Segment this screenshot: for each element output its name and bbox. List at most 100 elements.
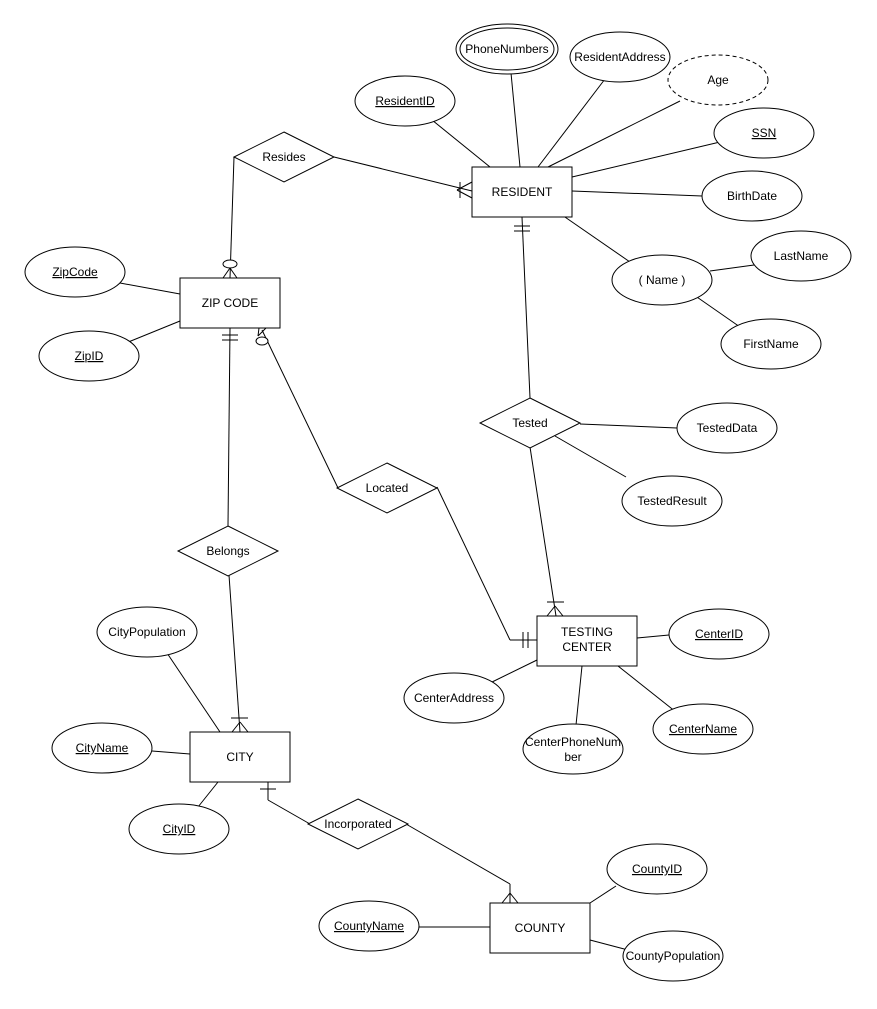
- attribute-countyid[interactable]: CountyID: [606, 843, 708, 895]
- attribute-phonenumbers[interactable]: PhoneNumbers: [455, 23, 559, 75]
- line-centerid: [636, 634, 670, 639]
- attribute-testedresult-label: TestedResult: [637, 494, 707, 508]
- attribute-firstname[interactable]: FirstName: [720, 318, 822, 370]
- marker-many-county-incorporated: [501, 892, 519, 904]
- line-zipid-attr: [125, 320, 181, 344]
- attribute-lastname[interactable]: LastName: [750, 230, 852, 282]
- line-resides-resident: [333, 156, 473, 192]
- attribute-firstname-label: FirstName: [743, 337, 799, 351]
- line-phonenumbers: [510, 72, 521, 168]
- line-citypopulation: [164, 649, 221, 733]
- relationship-located-label: Located: [366, 481, 409, 495]
- entity-county-label: COUNTY: [515, 921, 566, 935]
- line-birthdate: [571, 190, 703, 197]
- attribute-ssn[interactable]: SSN: [713, 107, 815, 159]
- line-zipcode-attr: [119, 282, 181, 295]
- line-testeddata: [579, 423, 678, 429]
- line-centerphone: [575, 665, 583, 726]
- marker-zero-many-zipcode-located: [255, 327, 269, 346]
- line-centername: [617, 665, 677, 713]
- entity-zipcode[interactable]: ZIP CODE: [179, 277, 281, 329]
- entity-city[interactable]: CITY: [189, 731, 291, 783]
- attribute-cityid[interactable]: CityID: [128, 803, 230, 855]
- attribute-centerphonenumber-label-line2: ber: [564, 750, 581, 764]
- attribute-centeraddress-label: CenterAddress: [414, 691, 494, 705]
- marker-one-many-resident-resides: [456, 181, 473, 199]
- relationship-located[interactable]: Located: [335, 462, 439, 514]
- attribute-testedresult[interactable]: TestedResult: [621, 475, 723, 527]
- relationship-tested[interactable]: Tested: [478, 397, 582, 449]
- attribute-cityname-label: CityName: [76, 741, 129, 755]
- attribute-zipcode-label: ZipCode: [52, 265, 98, 279]
- attribute-ssn-label: SSN: [752, 126, 777, 140]
- marker-one-many-city-belongs: [231, 717, 249, 733]
- attribute-name[interactable]: ( Name ): [611, 254, 713, 306]
- line-city-incorporated-b: [267, 799, 311, 825]
- attribute-cityid-label: CityID: [163, 822, 196, 836]
- line-resident-tested: [521, 216, 531, 399]
- relationship-resides-label: Resides: [262, 150, 305, 164]
- attribute-centername-label: CenterName: [669, 722, 737, 736]
- attribute-countyname-label: CountyName: [334, 919, 404, 933]
- marker-one-resident-tested: [514, 225, 530, 232]
- attribute-residentaddress-label: ResidentAddress: [574, 50, 665, 64]
- attribute-zipid[interactable]: ZipID: [38, 330, 140, 382]
- line-lastname: [709, 264, 755, 272]
- relationship-incorporated-label: Incorporated: [324, 817, 391, 831]
- attribute-centerid-label: CenterID: [695, 627, 743, 641]
- line-incorporated-county-a: [405, 823, 511, 885]
- entity-county[interactable]: COUNTY: [489, 902, 591, 954]
- attribute-residentaddress[interactable]: ResidentAddress: [569, 31, 671, 83]
- attribute-lastname-label: LastName: [774, 249, 829, 263]
- attribute-birthdate[interactable]: BirthDate: [701, 170, 803, 222]
- entity-testing-center[interactable]: TESTING CENTER: [536, 615, 638, 667]
- relationship-tested-label: Tested: [512, 416, 547, 430]
- line-belongs-city: [228, 574, 241, 733]
- line-centeraddress: [487, 659, 538, 685]
- relationship-belongs-label: Belongs: [206, 544, 249, 558]
- attribute-testeddata[interactable]: TestedData: [676, 402, 778, 454]
- entity-resident[interactable]: RESIDENT: [471, 166, 573, 218]
- marker-one-zipcode-belongs: [222, 334, 238, 341]
- attribute-name-label: ( Name ): [639, 273, 686, 287]
- entity-city-label: CITY: [226, 750, 253, 764]
- relationship-belongs[interactable]: Belongs: [176, 525, 280, 577]
- attribute-centeraddress[interactable]: CenterAddress: [403, 672, 505, 724]
- attribute-residentid[interactable]: ResidentID: [354, 75, 456, 127]
- line-age: [547, 100, 681, 168]
- attribute-phonenumbers-label: PhoneNumbers: [465, 42, 548, 56]
- attribute-age-label: Age: [707, 73, 729, 87]
- attribute-countypopulation[interactable]: CountyPopulation: [622, 930, 724, 982]
- attribute-citypopulation[interactable]: CityPopulation: [96, 606, 198, 658]
- attribute-centerid[interactable]: CenterID: [668, 608, 770, 660]
- entity-zipcode-label: ZIP CODE: [202, 296, 258, 310]
- line-residentaddress: [537, 78, 606, 168]
- attribute-residentid-label: ResidentID: [375, 94, 435, 108]
- attribute-age[interactable]: Age: [667, 54, 769, 106]
- relationship-resides[interactable]: Resides: [232, 131, 336, 183]
- line-countyid: [589, 885, 617, 904]
- line-residentid: [431, 119, 491, 168]
- line-resides-zipcode: [229, 156, 235, 279]
- line-tested-center: [529, 446, 557, 617]
- attribute-citypopulation-label: CityPopulation: [108, 625, 185, 639]
- attribute-centerphonenumber[interactable]: CenterPhoneNum ber: [522, 723, 624, 775]
- line-cityid: [197, 781, 219, 808]
- line-firstname: [693, 294, 741, 328]
- attribute-countyname[interactable]: CountyName: [318, 900, 420, 952]
- line-name: [561, 214, 631, 263]
- line-cityname: [151, 750, 191, 755]
- attribute-centername[interactable]: CenterName: [652, 703, 754, 755]
- attribute-birthdate-label: BirthDate: [727, 189, 777, 203]
- line-zipcode-located: [261, 329, 339, 489]
- marker-one-center-located: [522, 632, 529, 648]
- attribute-countypopulation-label: CountyPopulation: [626, 949, 721, 963]
- marker-one-many-center-tested: [546, 601, 564, 617]
- attribute-zipcode[interactable]: ZipCode: [24, 246, 126, 298]
- marker-zero-many-zipcode-resides: [222, 259, 238, 279]
- attribute-testeddata-label: TestedData: [697, 421, 758, 435]
- entity-testing-center-label-line2: CENTER: [562, 640, 612, 654]
- attribute-cityname[interactable]: CityName: [51, 722, 153, 774]
- relationship-incorporated[interactable]: Incorporated: [306, 798, 410, 850]
